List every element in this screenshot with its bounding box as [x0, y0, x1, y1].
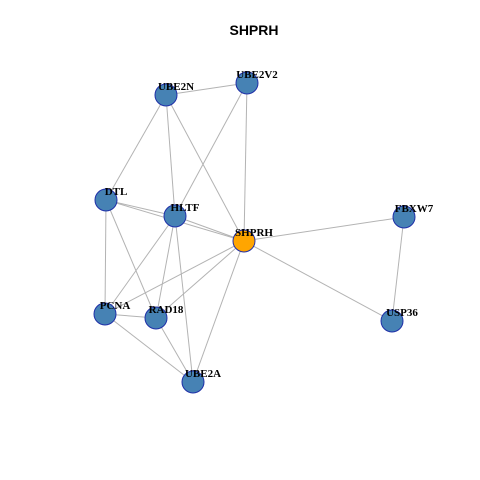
edge-hltf-rad18: [155, 215, 176, 319]
node-label-pcna: PCNA: [100, 300, 131, 312]
edge-ube2n-dtl: [105, 94, 167, 201]
edge-hltf-shprh: [174, 215, 245, 242]
node-label-dtl: DTL: [105, 186, 128, 198]
node-ube2n[interactable]: [154, 83, 178, 107]
edge-shprh-rad18: [155, 240, 245, 319]
edge-fbxw7-usp36: [391, 216, 405, 322]
edge-dtl-rad18: [105, 199, 157, 319]
node-ube2v2[interactable]: [235, 71, 259, 95]
edge-dtl-hltf: [105, 199, 176, 217]
node-label-ube2n: UBE2N: [158, 81, 194, 93]
node-label-shprh: SHPRH: [235, 227, 273, 239]
edge-shprh-usp36: [243, 240, 393, 322]
edge-shprh-ube2a: [192, 240, 245, 383]
node-layer: [93, 71, 416, 394]
edge-dtl-pcna: [104, 199, 107, 315]
node-hltf[interactable]: [163, 204, 187, 228]
node-pcna[interactable]: [93, 302, 117, 326]
edge-rad18-ube2a: [155, 317, 194, 383]
node-label-fbxw7: FBXW7: [395, 203, 434, 215]
node-fbxw7[interactable]: [392, 205, 416, 229]
node-rad18[interactable]: [144, 306, 168, 330]
edge-shprh-pcna: [104, 240, 245, 315]
node-label-ube2a: UBE2A: [185, 368, 221, 380]
node-usp36[interactable]: [380, 309, 404, 333]
edge-hltf-pcna: [104, 215, 176, 315]
edge-pcna-ube2a: [104, 313, 194, 383]
edge-layer: [104, 82, 405, 383]
node-dtl[interactable]: [94, 188, 118, 212]
edge-shprh-fbxw7: [243, 216, 405, 242]
edge-ube2n-hltf: [165, 94, 176, 217]
node-label-ube2v2: UBE2V2: [236, 69, 278, 81]
edge-ube2v2-hltf: [174, 82, 248, 217]
node-label-usp36: USP36: [386, 307, 418, 319]
edge-ube2v2-shprh: [243, 82, 248, 242]
node-label-hltf: HLTF: [171, 202, 200, 214]
node-label-rad18: RAD18: [149, 304, 184, 316]
edge-ube2n-ube2v2: [165, 82, 248, 96]
node-ube2a[interactable]: [181, 370, 205, 394]
edge-ube2n-shprh: [165, 94, 245, 242]
node-shprh[interactable]: [232, 229, 256, 253]
graph-title: SHPRH: [229, 22, 278, 38]
edge-hltf-ube2a: [174, 215, 194, 383]
